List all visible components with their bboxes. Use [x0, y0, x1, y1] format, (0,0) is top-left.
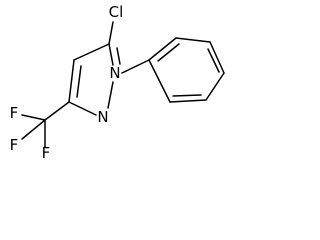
bond-ph-6-1: [148, 59, 171, 103]
bond-c5-c4: [73, 43, 110, 61]
bond-c4-c3-outer: [68, 59, 75, 103]
bond-ph-3-4: [209, 41, 225, 74]
atom-fluorine-top-label: F: [10, 104, 19, 122]
bond-cf3-f-top: [21, 114, 46, 121]
bond-ph-2-3: [175, 37, 211, 43]
bond-ph-1-2: [148, 37, 177, 61]
bond-c5-cl: [108, 21, 114, 45]
bond-ph-4-5: [205, 72, 225, 101]
bond-ph-inner-a: [157, 43, 180, 62]
bond-n1-c5-inner: [116, 47, 121, 65]
bond-c4-c3-inner: [76, 65, 82, 98]
atom-nitrogen-2-label: N: [97, 108, 108, 126]
atom-fluorine-bottom-label: F: [42, 144, 51, 162]
chemical-structure-diagram: Cl N N F F F: [10, 3, 225, 162]
bond-c3-cf3: [44, 101, 70, 121]
bond-n1-c5-outer: [108, 43, 114, 66]
atom-nitrogen-1-label: N: [109, 64, 120, 82]
bond-c3-n2: [68, 101, 97, 116]
bond-ph-inner-c: [172, 94, 202, 97]
bond-ph-5-6: [169, 99, 207, 103]
bond-cf3-f-left: [21, 119, 46, 140]
atom-fluorine-left-label: F: [10, 136, 19, 154]
bond-n1-phenyl: [121, 59, 150, 74]
bond-ph-inner-b: [207, 48, 220, 73]
atom-chlorine-label: Cl: [109, 3, 124, 21]
bond-n2-n1: [107, 81, 114, 109]
